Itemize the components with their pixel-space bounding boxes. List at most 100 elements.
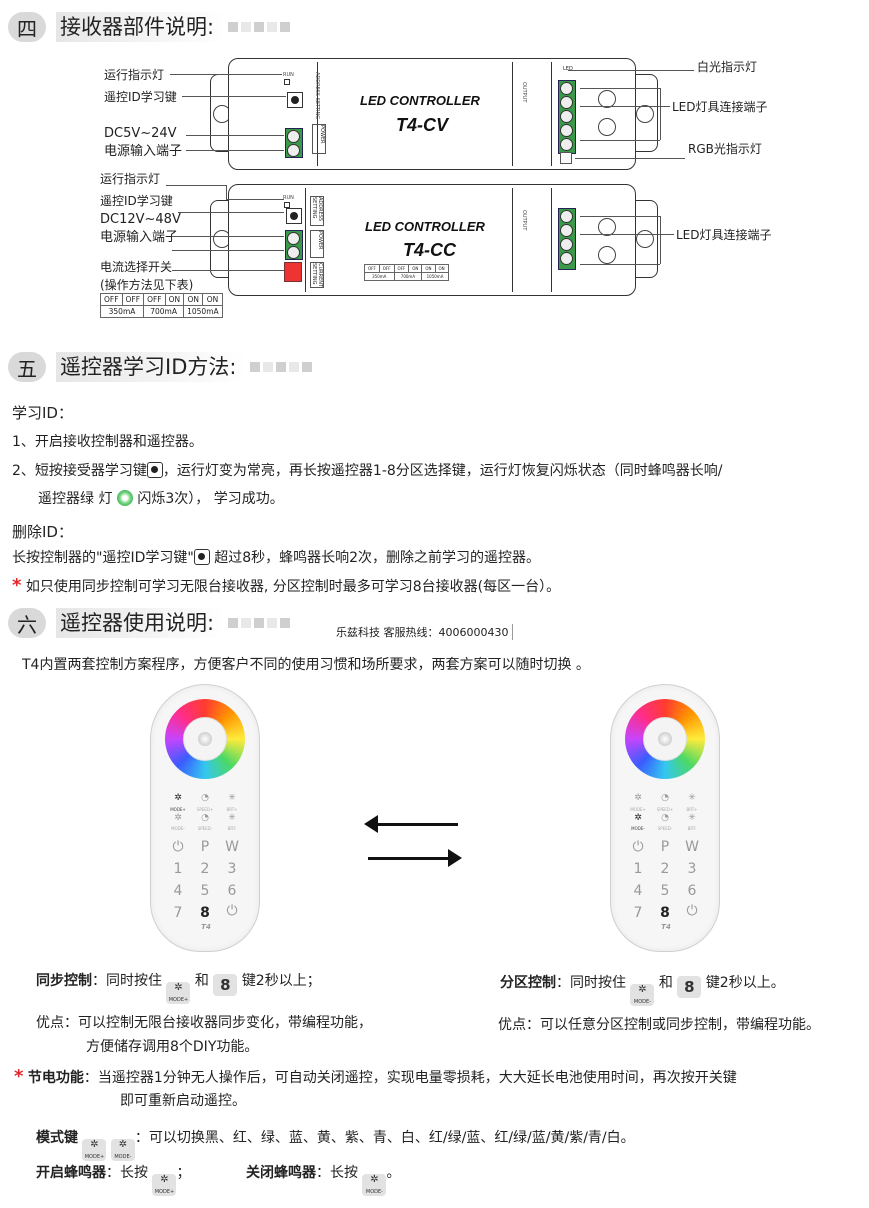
remote-key-6[interactable]: 6 [687,883,697,899]
remote-right: ✲ MODE+ ◔ SPEED+ ✳ BRT+ ✲ MODE- ◔ SPEED-… [610,684,720,952]
cc-current-silk: CURRENT SETTING [310,262,324,288]
mode-plus-key-icon: ✲MODE+ [82,1139,107,1161]
remote-key-p[interactable]: P [200,839,210,855]
remote-key-brt-minus[interactable]: ✳ [688,813,696,823]
remote-key-onoff[interactable]: ⏻ [226,903,238,919]
remote-key-6[interactable]: 6 [227,883,237,899]
cv-line-run [170,74,282,75]
cc-table-cell: OFF [121,293,145,306]
remote-key-onoff[interactable]: ⏻ [686,903,698,919]
remote-key-3[interactable]: 3 [687,861,697,877]
remote-key-7[interactable]: 7 [173,905,183,921]
cv-left-panel [270,62,318,166]
remote-key-speed-plus[interactable]: ◔ [661,793,669,803]
remote-key-speed-plus[interactable]: ◔ [201,793,209,803]
zone-advantage: 优点：可以任意分区控制或同步控制，带编程功能。 [498,1017,820,1033]
cc-power-terminal [285,230,303,260]
mode-minus-key-icon: ✲MODE- [630,984,655,1006]
section5-note: * 如只使用同步控制可学习无限台接收器, 分区控制时最多可学习8台接收器(每区一… [12,575,560,596]
remote-key-2[interactable]: 2 [660,861,670,877]
color-wheel[interactable] [625,699,705,779]
remote-key-brt-minus[interactable]: ✳ [228,813,236,823]
mode-plus-key-icon: ✲MODE+ [152,1174,177,1196]
section5-note-text: 如只使用同步控制可学习无限台接收器, 分区控制时最多可学习8台接收器(每区一台）… [25,579,561,595]
cv-run-led [284,79,290,85]
remote-key-4[interactable]: 4 [633,883,643,899]
cv-line-power [186,135,284,136]
cv-line-power-2 [186,150,284,151]
section6-intro: T4内置两套控制方案程序，方便客户不同的使用习惯和场所要求，两套方案可以随时切换… [22,657,590,673]
cv-id-key-button[interactable] [287,92,303,108]
cc-right-hole [636,230,654,248]
buzzer-off-label: 关闭蜂鸣器 [246,1165,316,1181]
remote-key-mode-plus[interactable]: ✲ [634,793,642,803]
learn-step-2-b: ，运行灯变为常亮，再长按遥控器1-8分区选择键，运行灯恢复闪烁状态（同时蜂鸣器长… [162,463,723,479]
remote-key-mode-plus[interactable]: ✲ [174,793,182,803]
remote-key-5[interactable]: 5 [660,883,670,899]
cc-line-run-b [226,185,227,199]
remote-key-3[interactable]: 3 [227,861,237,877]
remote-brand: T4 [661,923,671,931]
arrow-right-icon [448,849,462,867]
remote-key-power[interactable]: ⏻ [632,839,644,855]
cv-line-white [568,70,694,71]
remote-key-speed-minus[interactable]: ◔ [201,813,209,823]
zone-control-label: 分区控制 [500,975,556,991]
mode-plus-key-icon: ✲MODE+ [166,982,191,1004]
remote-key-1[interactable]: 1 [173,861,183,877]
cv-right-hole [636,105,654,123]
cc-table-cell: 700mA [143,305,185,318]
cc-current-switch[interactable] [284,262,302,282]
remote-key-1[interactable]: 1 [633,861,643,877]
learn-step-2-d: 闪烁3次）， 学习成功。 [132,491,284,507]
power-save-star-icon: * [14,1066,24,1087]
cc-controller-title: LED CONTROLLER [365,219,485,234]
cc-hole-1 [598,218,616,236]
cv-label-id-key: 遥控ID学习键 [104,90,177,104]
remote-key-label: BRT- [687,826,697,831]
cc-label-current-switch: 电流选择开关 [100,260,173,274]
remote-key-w[interactable]: W [685,839,699,855]
power-save-text-a: ：当遥控器1分钟无人操作后，可自动关闭遥控，实现电量零损耗，大大延长电池使用时间… [83,1070,737,1086]
remote-key-speed-minus[interactable]: ◔ [661,813,669,823]
remote-key-7[interactable]: 7 [633,905,643,921]
remote-key-5[interactable]: 5 [200,883,210,899]
remote-key-brt-plus[interactable]: ✳ [228,793,236,803]
remote-key-8[interactable]: 8 [200,905,210,921]
cc-table-cell: ON [164,293,185,306]
remote-key-label: SPEED- [657,826,673,831]
key-8-icon: 8 [677,976,702,998]
mode-key-label: 模式键 [36,1130,78,1146]
sync-advantage-1: 优点：可以控制无限台接收器同步变化，带编程功能， [36,1015,372,1031]
section4-title: 接收器部件说明: [56,12,225,42]
cc-label-led-terminal: LED灯具连接端子 [676,228,772,242]
remote-key-p[interactable]: P [660,839,670,855]
sync-control-line: 同步控制：同时按住 ✲MODE+ 和 8 键2秒以上； [36,970,321,1004]
remote-key-label: SPEED- [197,826,213,831]
remote-key-w[interactable]: W [225,839,239,855]
buzzer-off-line: 关闭蜂鸣器：长按 ✲MODE-。 [246,1162,400,1196]
remote-key-2[interactable]: 2 [200,861,210,877]
delete-text-b: 超过8秒，蜂鸣器长响2次，删除之前学习的遥控器。 [209,550,541,566]
buzzer-off-text: ：长按 [316,1165,358,1181]
cc-id-key-button[interactable] [286,208,302,224]
mode-key-line: 模式键 ✲MODE+ ✲MODE-：可以切换黑、红、绿、蓝、黄、紫、青、白、红/… [36,1127,635,1161]
remote-key-8[interactable]: 8 [660,905,670,921]
section6-header: 六 遥控器使用说明: [8,606,291,640]
remote-key-power[interactable]: ⏻ [172,839,184,855]
remote-key-label: MODE+ [170,807,186,812]
color-wheel[interactable] [165,699,245,779]
cv-label-led-terminal: LED灯具连接端子 [672,100,768,114]
cc-table-cell: OFF [143,293,166,306]
remote-key-mode-minus[interactable]: ✲ [634,813,642,823]
remote-key-label: BRT+ [226,807,238,812]
remote-key-mode-minus[interactable]: ✲ [174,813,182,823]
cc-run-led [284,202,290,208]
cc-address-silk: ADDRESS SETTING [310,196,324,226]
remote-key-4[interactable]: 4 [173,883,183,899]
remote-key-label: SPEED+ [196,807,214,812]
cv-label-power-in: 电源输入端子 [104,144,183,159]
cc-left-panel [270,188,306,292]
remote-key-brt-plus[interactable]: ✳ [688,793,696,803]
